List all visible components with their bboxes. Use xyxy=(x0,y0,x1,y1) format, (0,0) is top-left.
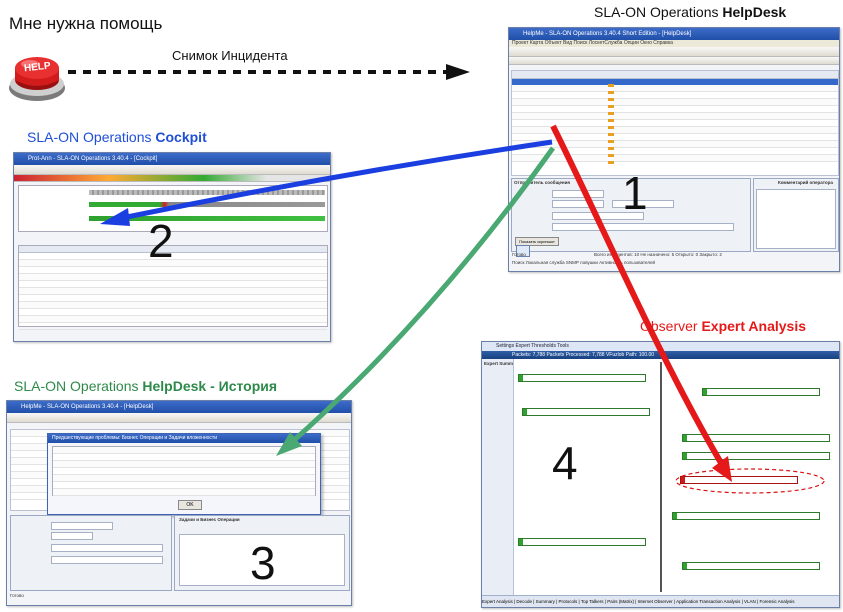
history-form-panel xyxy=(10,515,172,591)
help-caption: Мне нужна помощь xyxy=(9,14,163,33)
form-field-1[interactable] xyxy=(552,190,604,198)
cockpit-data-table[interactable] xyxy=(18,245,328,330)
history-section-label: Задачи и Бизнес Операции xyxy=(179,517,240,522)
form-field-5[interactable] xyxy=(552,223,734,231)
history-field-3[interactable] xyxy=(51,544,163,552)
comment-field[interactable] xyxy=(756,189,836,249)
helpdesk-window[interactable]: HelpMe - SLA-ON Operations 3.40.4 Short … xyxy=(508,27,840,272)
dotted-arrow-icon xyxy=(68,64,470,80)
history-window[interactable]: HelpMe - SLA-ON Operations 3.40.4 - [Hel… xyxy=(6,400,352,606)
observer-timeline-axis xyxy=(660,362,662,592)
helpdesk-counts: Всего инцидентов: 10 Не назначено: 5 Отк… xyxy=(594,252,722,257)
flow-box[interactable] xyxy=(672,512,820,520)
flow-box[interactable] xyxy=(682,434,830,442)
form-header: Отправитель сообщения xyxy=(514,180,570,185)
history-caption: SLA-ON Operations HelpDesk - История xyxy=(14,378,278,394)
history-ok-button[interactable]: OK xyxy=(178,500,202,510)
flow-box[interactable] xyxy=(522,408,650,416)
history-comment-field[interactable] xyxy=(179,534,345,586)
history-titlebar: HelpMe - SLA-ON Operations 3.40.4 - [Hel… xyxy=(7,401,351,413)
observer-sidebar-title: Expert Summ xyxy=(484,361,514,366)
helpdesk-caption: SLA-ON Operations HelpDesk xyxy=(594,4,787,20)
step-number-2: 2 xyxy=(148,215,174,267)
flow-box[interactable] xyxy=(518,374,646,382)
observer-sidebar[interactable]: Expert Summ xyxy=(482,359,514,595)
cockpit-caption: SLA-ON Operations Cockpit xyxy=(27,129,207,145)
flow-box[interactable] xyxy=(682,452,830,460)
observer-header-bar: Packets: 7,788 Packets Processed: 7,788 … xyxy=(482,351,839,359)
history-dialog[interactable]: Предшествующие проблемы: Бизнес Операции… xyxy=(47,433,321,515)
highlight-ellipse-icon xyxy=(675,468,825,494)
history-field-4[interactable] xyxy=(51,556,163,564)
observer-menu[interactable]: Settings Expert Thresholds Tools xyxy=(482,342,839,351)
helpdesk-toolbar[interactable] xyxy=(509,47,839,57)
flow-box-highlighted[interactable] xyxy=(680,476,798,484)
history-tasks-panel: Задачи и Бизнес Операции xyxy=(174,515,350,591)
history-field-2[interactable] xyxy=(51,532,93,540)
history-field-1[interactable] xyxy=(51,522,113,530)
helpdesk-menu[interactable]: Проект Карта Объект Вид Поиск ЛоскетСлуж… xyxy=(509,40,839,47)
helpdesk-comment-panel: Комментарий оператора xyxy=(753,178,839,252)
flow-box[interactable] xyxy=(682,562,820,570)
flow-box[interactable] xyxy=(518,538,646,546)
history-dialog-title: Предшествующие проблемы: Бизнес Операции… xyxy=(48,434,320,443)
helpdesk-toolbar-2[interactable] xyxy=(509,57,839,65)
flow-box[interactable] xyxy=(702,388,820,396)
helpdesk-status: Готово xyxy=(512,252,526,257)
cockpit-status-strip xyxy=(14,175,330,182)
comment-header: Комментарий оператора xyxy=(778,180,833,185)
form-field-2[interactable] xyxy=(552,200,604,208)
help-button-icon[interactable]: HELP xyxy=(6,44,68,111)
observer-window[interactable]: Settings Expert Thresholds Tools Packets… xyxy=(481,341,840,608)
cockpit-toolbar[interactable] xyxy=(14,165,330,175)
helpdesk-titlebar: HelpMe - SLA-ON Operations 3.40.4 Short … xyxy=(509,28,839,40)
incident-snapshot-caption: Снимок Инцидента xyxy=(172,48,288,63)
step-number-1: 1 xyxy=(622,167,648,219)
history-toolbar[interactable] xyxy=(7,413,351,423)
step-number-4: 4 xyxy=(552,437,578,489)
cockpit-titlebar: Prot-Ann - SLA-ON Operations 3.40.4 - [C… xyxy=(14,153,330,165)
helpdesk-tabs[interactable]: Поиск Локальная служба SNMP ловушки Акти… xyxy=(512,260,656,265)
observer-caption: Observer Expert Analysis xyxy=(640,318,806,334)
history-status: Готово xyxy=(10,593,24,598)
step-number-3: 3 xyxy=(250,537,276,589)
observer-tabs[interactable]: Expert Analysis | Decode | Summary | Pro… xyxy=(482,595,839,607)
helpdesk-incident-grid[interactable] xyxy=(511,70,839,176)
